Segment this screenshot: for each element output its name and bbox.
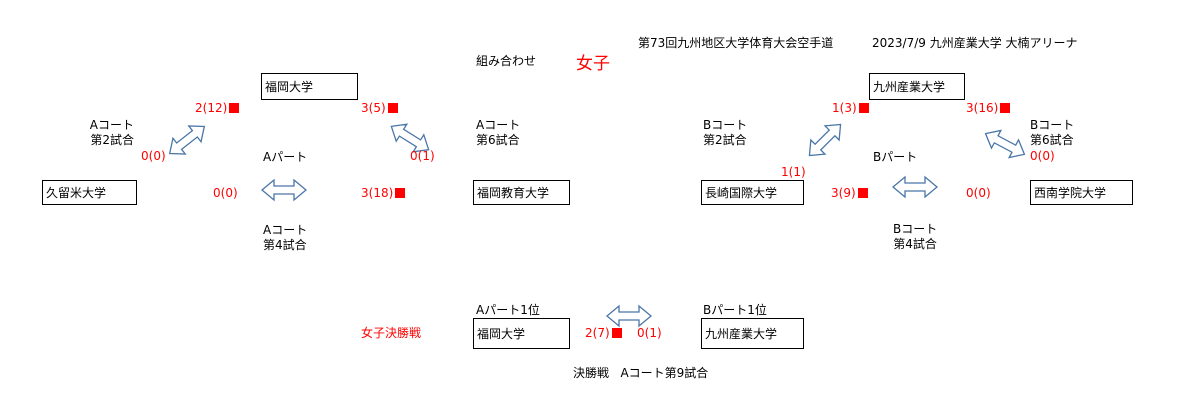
team-box-b-right: 西南学院大学 xyxy=(1030,180,1133,205)
score-b4-right: 0(0) xyxy=(966,186,991,200)
winner-marker-icon xyxy=(229,103,240,113)
score-b6-top: 3(16) xyxy=(966,101,1011,116)
final-match-label: 決勝戦 Aコート第9試合 xyxy=(573,366,709,380)
score-b4-left: 3(9) xyxy=(831,186,868,201)
team-box-a-top: 福岡大学 xyxy=(261,73,358,100)
court-a2-label: Aコート第2試合 xyxy=(89,118,134,147)
court-b6-label: Bコート第6試合 xyxy=(1030,118,1075,147)
score-a4-left: 0(0) xyxy=(213,186,238,200)
a-part-label: Aパート xyxy=(263,150,308,164)
tournament-title: 第73回九州地区大学体育大会空手道 xyxy=(638,36,834,50)
winner-marker-icon xyxy=(858,103,869,113)
score-a6-right: 0(1) xyxy=(410,149,435,163)
score-a2-top: 2(12) xyxy=(195,101,240,116)
team-box-final-b: 九州産業大学 xyxy=(701,318,804,349)
winner-marker-icon xyxy=(611,328,622,338)
score-final-a: 2(7) xyxy=(585,326,622,341)
score-a4-right: 3(18) xyxy=(361,186,406,201)
court-b4-label: Bコート第4試合 xyxy=(893,222,938,251)
team-box-final-a: 福岡大学 xyxy=(473,318,570,349)
b-part-label: Bパート xyxy=(873,150,918,164)
team-box-a-left: 久留米大学 xyxy=(42,180,137,205)
winner-marker-icon xyxy=(395,188,406,198)
winner-marker-icon xyxy=(857,188,868,198)
score-a2-left: 0(0) xyxy=(141,149,166,163)
double-arrow-icon xyxy=(261,179,307,201)
b-seed-label: Bパート1位 xyxy=(703,303,767,317)
score-b2-top: 1(3) xyxy=(832,101,869,116)
court-a4-label: Aコート第4試合 xyxy=(263,223,308,252)
score-a6-top: 3(5) xyxy=(361,101,398,116)
score-b6-right: 0(0) xyxy=(1030,149,1055,163)
winner-marker-icon xyxy=(1000,103,1011,113)
event-info: 2023/7/9 九州産業大学 大楠アリーナ xyxy=(872,36,1078,50)
double-arrow-icon xyxy=(892,176,938,198)
a-seed-label: Aパート1位 xyxy=(476,303,540,317)
double-arrow-icon xyxy=(162,120,212,160)
team-box-b-left: 長崎国際大学 xyxy=(701,180,804,205)
double-arrow-icon xyxy=(801,120,849,160)
subtitle: 組み合わせ xyxy=(476,54,537,68)
double-arrow-icon xyxy=(980,124,1030,164)
category-label: 女子 xyxy=(576,54,610,74)
team-box-a-right: 福岡教育大学 xyxy=(473,180,570,205)
team-box-b-top: 九州産業大学 xyxy=(869,73,965,100)
score-final-b: 0(1) xyxy=(637,326,662,340)
court-b2-label: Bコート第2試合 xyxy=(703,118,748,147)
score-b2-left: 1(1) xyxy=(781,165,806,179)
court-a6-label: Aコート第6試合 xyxy=(476,118,521,147)
winner-marker-icon xyxy=(387,103,398,113)
final-label: 女子決勝戦 xyxy=(361,326,422,340)
